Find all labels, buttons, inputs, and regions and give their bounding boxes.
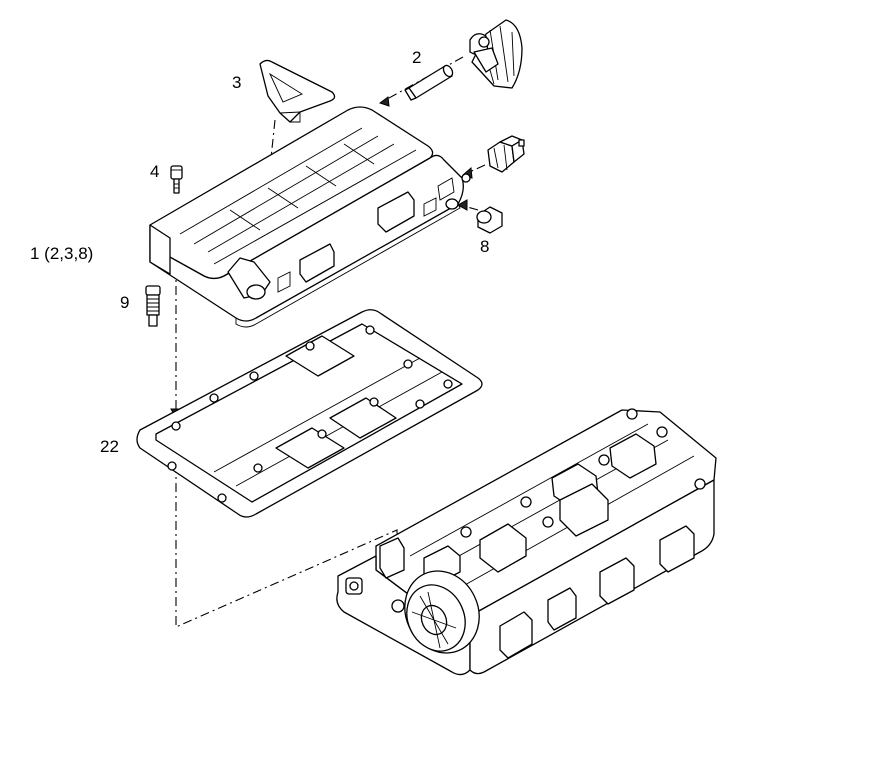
bolt-part-4 [170, 165, 183, 194]
cylinder-head [336, 408, 717, 676]
sensor-fitting [487, 135, 525, 173]
cap-part-8 [476, 206, 503, 234]
pin-part-2 [404, 64, 454, 101]
label-part-9: 9 [120, 293, 129, 312]
rocker-cover-part-1 [149, 106, 471, 328]
gasket-part-22 [136, 309, 483, 518]
lifting-bracket-part-3 [259, 59, 336, 123]
label-part-2: 2 [412, 48, 421, 67]
plug-part-9 [145, 285, 161, 327]
breather-fitting [469, 19, 523, 89]
label-part-1: 1 (2,3,8) [30, 244, 93, 263]
label-part-4: 4 [150, 162, 159, 181]
label-part-22: 22 [100, 437, 119, 456]
label-part-8: 8 [480, 237, 489, 256]
label-part-3: 3 [232, 73, 241, 92]
